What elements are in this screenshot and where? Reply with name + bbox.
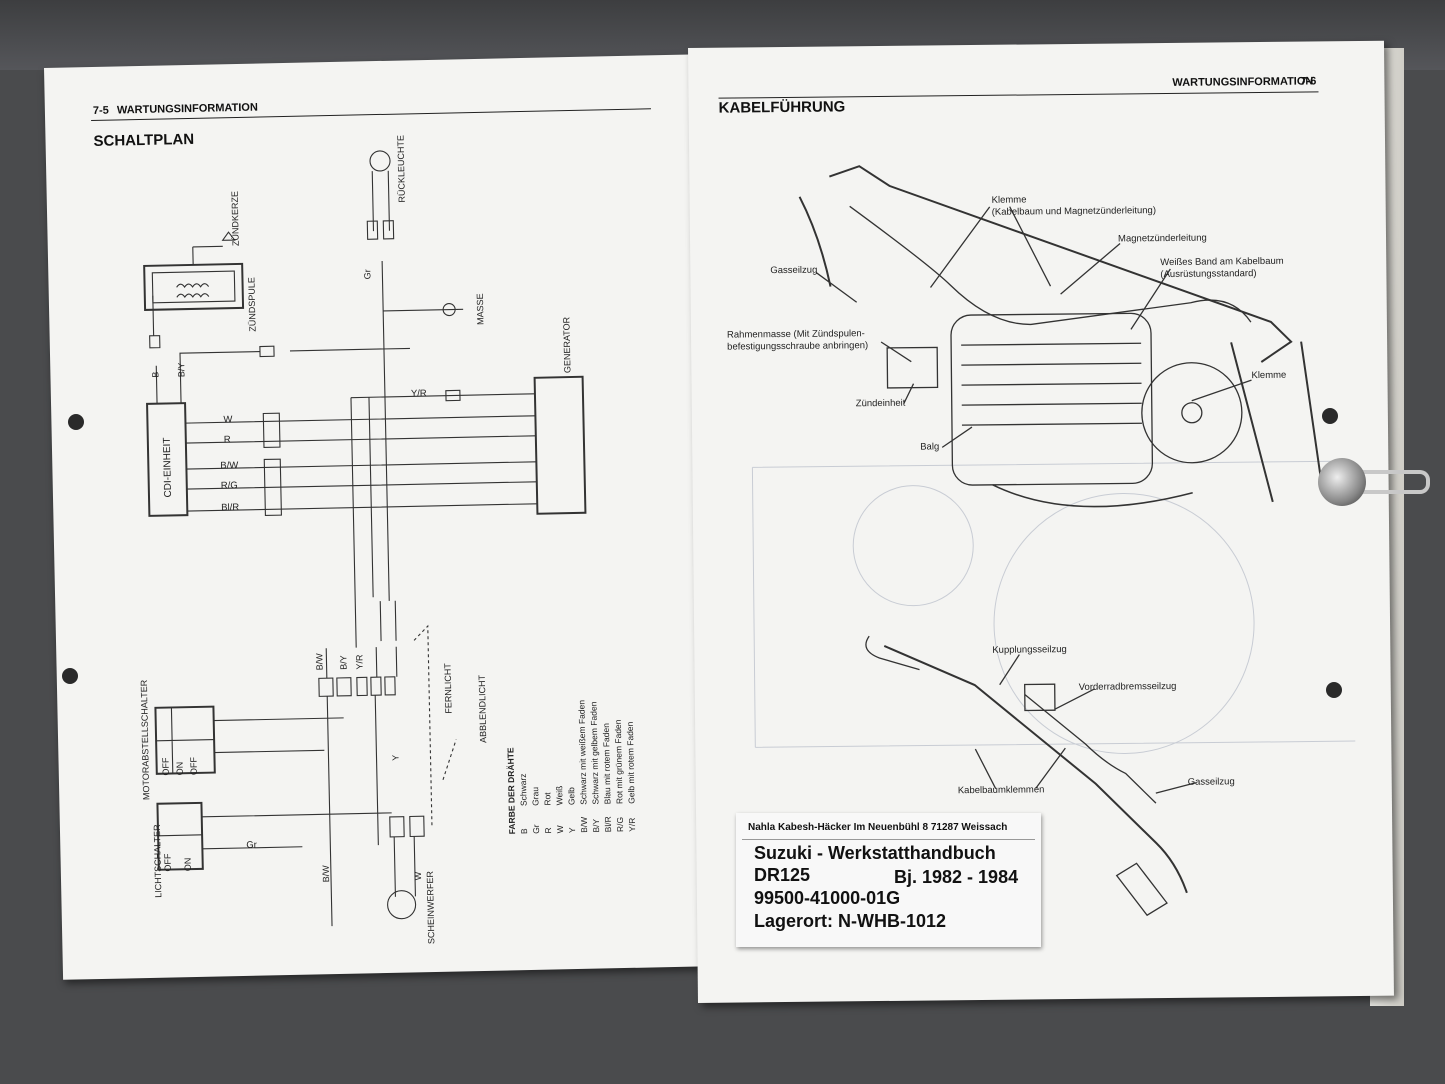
wiring-diagram xyxy=(143,150,587,927)
callout-gasseilzug-2: Gasseilzug xyxy=(1187,776,1235,788)
wire-label: B/W xyxy=(320,865,332,883)
cable-routing-illustration xyxy=(751,165,1356,917)
wire-label: B xyxy=(150,371,161,378)
label-fernlicht: FERNLICHT xyxy=(442,663,454,714)
wire-label: Y/R xyxy=(410,388,427,400)
callout-klemme-2: Klemme xyxy=(1251,369,1287,382)
label-zuendspule: ZÜNDSPULE xyxy=(246,277,258,332)
callout-vorderradbremsseilzug: Vorderradbremsseilzug xyxy=(1078,680,1177,693)
wire-label: Bl/R xyxy=(221,502,240,514)
sticker-model: DR125 xyxy=(754,865,811,885)
wire-label: B/Y xyxy=(338,655,349,670)
light-switch-state-1: OFF xyxy=(162,853,173,872)
wire-label: Gr xyxy=(246,839,258,851)
sticker-title: Suzuki - Werkstatthandbuch xyxy=(754,843,996,863)
callout-kabelbaumklemmen: Kabelbaumklemmen xyxy=(957,784,1045,797)
inventory-sticker: Nahla Kabesh-Häcker Im Neuenbühl 8 71287… xyxy=(736,813,1041,947)
label-abblendlicht: ABBLENDLICHT xyxy=(476,674,489,744)
callout-balg: Balg xyxy=(920,441,940,453)
punch-hole xyxy=(1322,408,1338,424)
callout-weisses-band: Weißes Band am Kabelbaum xyxy=(1160,255,1284,269)
wire-label: Gr xyxy=(362,269,373,280)
wire-label: R/G xyxy=(220,480,238,492)
callout-zuendeinheit: Zündeinheit xyxy=(855,397,906,410)
label-generator: GENERATOR xyxy=(561,316,573,374)
callout-kupplungsseilzug: Kupplungsseilzug xyxy=(992,644,1067,656)
light-switch-state-2: ON xyxy=(182,857,193,872)
binder-ring xyxy=(1318,458,1366,506)
switch-state-2: ON xyxy=(174,761,185,776)
label-zuendkerze: ZÜNDKERZE xyxy=(229,190,241,247)
punch-hole xyxy=(68,414,84,430)
callout-rahmenmasse: Rahmenmasse (Mit Zündspulen- xyxy=(726,328,865,341)
callout-weisses-band-sub: (Ausrüstungsstandard) xyxy=(1160,268,1257,281)
sticker-divider xyxy=(742,839,1035,840)
label-masse: MASSE xyxy=(474,293,486,326)
sticker-location: Lagerort: N-WHB-1012 xyxy=(754,911,947,931)
label-cdi: CDI-EINHEIT xyxy=(161,437,175,498)
callout-klemme-sub: (Kabelbaum und Magnetzünderleitung) xyxy=(991,205,1157,218)
wire-label: W xyxy=(412,871,424,881)
wire-label: B/Y xyxy=(176,362,187,378)
label-scheinwerfer: SCHEINWERFER xyxy=(424,870,437,945)
wire-label: Y xyxy=(390,754,401,761)
punch-hole xyxy=(62,668,78,684)
wire-label: Y/R xyxy=(354,654,365,670)
sticker-year: Bj. 1982 - 1984 xyxy=(894,867,1019,887)
callout-gasseilzug: Gasseilzug xyxy=(770,264,818,277)
right-page: WARTUNGSINFORMATION 7-6 KABELFÜHRUNG Kle… xyxy=(688,40,1394,1003)
switch-state-3: OFF xyxy=(188,756,199,776)
wire-color-legend: FARBE DER DRÄHTE BSchwarz GrGrau RRot WW… xyxy=(503,699,638,835)
sticker-part-number: 99500-41000-01G xyxy=(754,888,901,908)
wire-label: R xyxy=(223,434,231,446)
wire-label: W xyxy=(223,414,233,426)
punch-hole xyxy=(1326,682,1342,698)
sticker-address: Nahla Kabesh-Häcker Im Neuenbühl 8 71287… xyxy=(748,822,1008,833)
callout-klemme: Klemme xyxy=(991,194,1027,206)
wire-label: B/W xyxy=(314,653,325,671)
switch-state-1: OFF xyxy=(160,757,171,776)
callout-rahmenmasse-sub: befestigungsschraube anbringen) xyxy=(727,340,869,353)
callout-magnetzuenderleitung: Magnetzünderleitung xyxy=(1117,232,1207,245)
binder-ring-hook xyxy=(1340,470,1430,494)
left-page: 7-5 WARTUNGSINFORMATION SCHALTPLAN xyxy=(44,54,715,980)
wire-label: B/W xyxy=(220,460,239,472)
label-rueckleuchte: RÜCKLEUCHTE xyxy=(395,134,407,203)
